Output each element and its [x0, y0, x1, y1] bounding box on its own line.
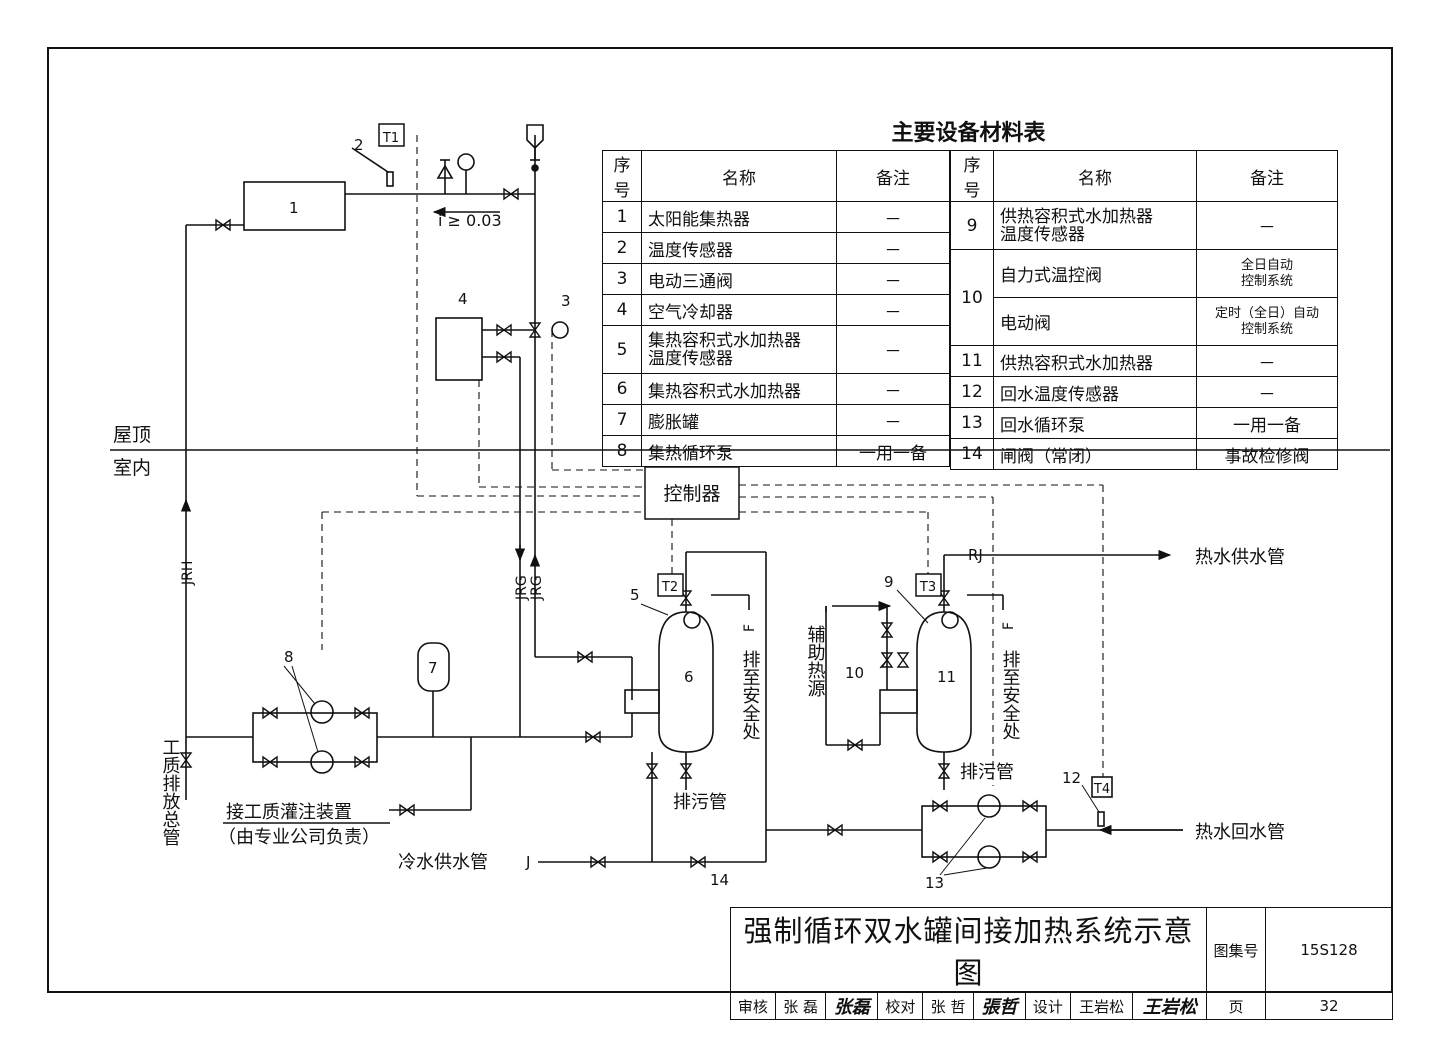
roof-label: 屋顶 — [113, 424, 151, 446]
to-safe-label-2: 排至安全处 — [1000, 650, 1021, 740]
t2-sensor-box — [657, 573, 684, 597]
return-pump-a — [977, 794, 1001, 818]
drain-main-label: 工质排放总管 — [160, 738, 181, 846]
jrg-label-1: JRG — [514, 575, 530, 601]
item-6-number: 6 — [684, 668, 694, 686]
page-number: 32 — [1265, 992, 1393, 1020]
hot-return-label: 热水回水管 — [1195, 822, 1285, 843]
air-cooler — [435, 317, 483, 381]
t3-label: T3 — [919, 580, 936, 595]
item-7-number: 7 — [428, 659, 438, 677]
t4-label: T4 — [1093, 782, 1110, 797]
t1-label: T1 — [382, 131, 399, 146]
item-1-number: 1 — [289, 199, 299, 217]
cold-supply-label: 冷水供水管 — [398, 852, 488, 873]
drawing-frame — [47, 47, 1393, 993]
atlas-number: 15S128 — [1265, 907, 1393, 993]
slope-label: i ≥ 0.03 — [438, 211, 502, 230]
item-12-number: 12 — [1062, 769, 1081, 787]
header-note-2: 备注 — [1196, 150, 1338, 202]
table-row: 电动阀定时（全日）自动控制系统 — [951, 297, 1338, 346]
page-label: 页 — [1206, 992, 1266, 1020]
designer-name: 王岩松 — [1069, 992, 1134, 1020]
t3-sensor-box — [915, 573, 942, 597]
item-14-number: 14 — [710, 871, 729, 889]
supply-heater-11 — [916, 611, 972, 753]
sewage-label-1: 排污管 — [673, 792, 727, 813]
item-2-number: 2 — [354, 136, 364, 154]
item-8-number: 8 — [284, 648, 294, 666]
collector-pump-b — [310, 750, 334, 774]
header-name-2: 名称 — [993, 150, 1197, 202]
f-label-2: F — [1001, 622, 1017, 630]
item-9-number: 9 — [884, 573, 894, 591]
material-table-title: 主要设备材料表 — [891, 121, 1046, 146]
item-11-number: 11 — [937, 668, 956, 686]
three-way-valve — [551, 321, 569, 339]
jrh-label: JRH — [180, 561, 196, 586]
header-no: 序号 — [602, 150, 642, 202]
reviewer-signature: 张磊 — [825, 992, 879, 1020]
solar-collector — [243, 181, 346, 231]
sewage-label-2: 排污管 — [960, 762, 1014, 783]
collector-pump-a — [310, 700, 334, 724]
item-13-number: 13 — [925, 874, 944, 892]
check-label: 校对 — [877, 992, 924, 1020]
t2-label: T2 — [661, 580, 678, 595]
item-3-number: 3 — [561, 292, 571, 310]
reviewer-name: 张 磊 — [774, 992, 827, 1020]
f-label-1: F — [742, 624, 758, 632]
drawing-title: 强制循环双水罐间接加热系统示意图 — [730, 907, 1207, 993]
pump-manifold — [252, 712, 378, 763]
rj-label: RJ — [968, 546, 983, 564]
collector-heater-6 — [658, 611, 714, 753]
header-note: 备注 — [836, 150, 950, 202]
checker-signature: 張哲 — [972, 992, 1026, 1020]
item-5-number: 5 — [630, 586, 640, 604]
return-pump-b — [977, 845, 1001, 869]
designer-signature: 王岩松 — [1132, 992, 1207, 1020]
indoor-label: 室内 — [113, 457, 151, 479]
controller-label: 控制器 — [663, 483, 720, 505]
design-label: 设计 — [1024, 992, 1071, 1020]
atlas-label: 图集号 — [1206, 907, 1266, 993]
j-label: J — [525, 853, 530, 871]
checker-name: 张 哲 — [922, 992, 974, 1020]
return-pump-manifold — [921, 805, 1047, 858]
header-no-2: 序号 — [950, 150, 994, 202]
t1-sensor-box — [378, 123, 405, 147]
to-safe-label-1: 排至安全处 — [740, 650, 761, 740]
fill-device-label: 接工质灌注装置 — [226, 802, 352, 823]
header-name: 名称 — [641, 150, 837, 202]
fill-device-note: （由专业公司负责） — [218, 827, 380, 848]
item-10-number: 10 — [845, 664, 864, 682]
review-label: 审核 — [730, 992, 776, 1020]
item-4-number: 4 — [458, 290, 468, 308]
title-block: 强制循环双水罐间接加热系统示意图 图集号 15S128 审核 张 磊 张磊 校对… — [730, 907, 1393, 1020]
aux-heat-label: 辅助热源 — [805, 625, 826, 698]
controller-box — [644, 466, 740, 520]
hot-supply-label: 热水供水管 — [1195, 547, 1285, 568]
jrg-label-2: JRG — [529, 575, 545, 601]
